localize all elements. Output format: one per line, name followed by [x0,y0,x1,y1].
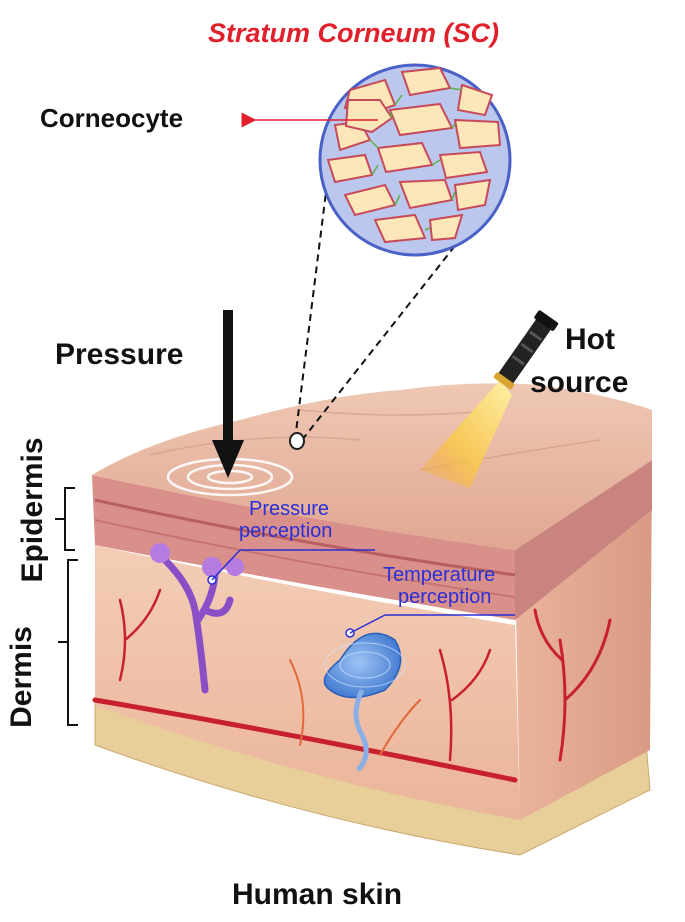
corneocyte-label: Corneocyte [40,105,183,131]
temperature-perception-label-line2: perception [398,587,491,607]
epidermis-label: Epidermis [18,435,48,585]
dermis-bracket [58,560,78,725]
magnify-point [290,433,304,449]
skin-block [92,383,652,855]
pressure-perception-label-line1: Pressure [249,499,329,519]
pressure-label: Pressure [55,340,183,370]
temperature-perception-label-line1: Temperature [383,565,495,585]
stratum-corneum-title: Stratum Corneum (SC) [208,20,499,47]
epidermis-bracket [55,488,75,550]
caption-human-skin: Human skin [232,880,402,910]
hot-source-label-line1: Hot [565,325,615,355]
pressure-perception-label-line2: perception [239,521,332,541]
dermis-label: Dermis [7,617,37,737]
hot-source-label-line2: source [530,368,628,398]
